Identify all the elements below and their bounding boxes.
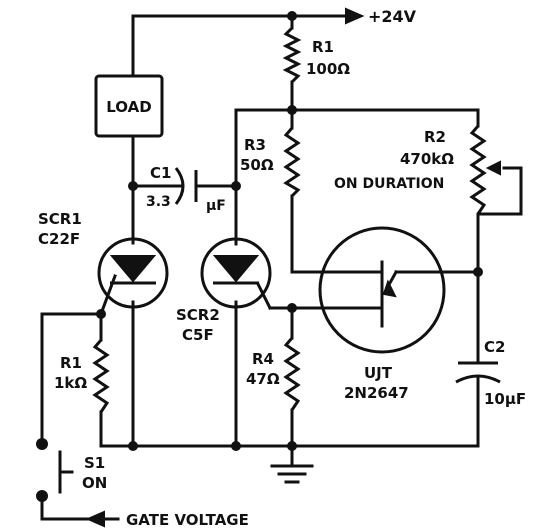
junction-dot (287, 303, 297, 313)
s1-ref-label: S1 (84, 454, 105, 472)
scr2 (200, 237, 272, 309)
ground-symbol (270, 464, 314, 484)
r4-value-label: 47Ω (246, 370, 280, 388)
junction-dot (231, 441, 241, 451)
resistor-r3 (283, 127, 301, 198)
load-box (94, 74, 164, 138)
junction-dot (231, 181, 241, 191)
c1-plate-curved (174, 167, 185, 205)
gate-arrow (85, 510, 105, 528)
r1k-ref-label: R1 (60, 354, 82, 372)
resistor-r2 (469, 125, 487, 215)
r1-ref-label: R1 (312, 38, 334, 56)
c2-plate-curved (455, 374, 501, 384)
junction-dot (287, 441, 297, 451)
resistor-r4 (283, 337, 301, 411)
c1-ref-label: C1 (150, 164, 171, 182)
scr1-triangle (109, 255, 157, 283)
scr2-part-label: C5F (182, 326, 214, 344)
ujt-body (318, 226, 446, 354)
c2-value-label: 10μF (484, 390, 526, 408)
scr1-ref-label: SCR1 (38, 210, 82, 228)
scr1 (97, 237, 169, 309)
c1-value-a-label: 3.3 (146, 194, 171, 210)
wiring (40, 7, 523, 528)
scr2-triangle (212, 255, 260, 283)
resistor-r1-1k (92, 339, 110, 413)
junction-dot (128, 181, 138, 191)
c1-value-b-label: μF (206, 198, 226, 214)
gate-voltage-label: GATE VOLTAGE (126, 511, 249, 529)
r1-value-label: 100Ω (306, 60, 350, 78)
r3-ref-label: R3 (244, 136, 266, 154)
ujt (318, 226, 446, 354)
supply-arrow (345, 7, 365, 25)
junction-dot (473, 267, 483, 277)
r2-ref-label: R2 (424, 128, 446, 146)
scr1-body (97, 237, 169, 309)
resistor-r1 (282, 26, 302, 84)
ujt-emitter-arrow (382, 279, 397, 298)
r4-ref-label: R4 (252, 350, 274, 368)
capacitor-c2 (455, 361, 501, 384)
supply-label: +24V (368, 7, 417, 26)
s1-contact-bottom (36, 490, 48, 502)
wire-scr2-gate (255, 281, 273, 311)
r2-value-label: 470kΩ (400, 150, 454, 168)
ujt-part-label: 2N2647 (344, 384, 409, 402)
junction-dot (96, 309, 106, 319)
junctions (96, 11, 483, 451)
scr2-ref-label: SCR2 (176, 306, 220, 324)
r2-desc-label: ON DURATION (334, 176, 444, 192)
scr1-part-label: C22F (38, 230, 80, 248)
r1k-value-label: 1kΩ (54, 374, 87, 392)
junction-dot (287, 11, 297, 21)
labels: +24V R1 100Ω LOAD C1 3.3 μF R3 50Ω R2 47… (38, 7, 526, 529)
s1-state-label: ON (82, 474, 107, 492)
s1-contact-top (36, 438, 48, 450)
r2-wiper-arrow (485, 160, 501, 176)
r3-value-label: 50Ω (240, 156, 274, 174)
c2-ref-label: C2 (484, 338, 505, 356)
junction-dot (287, 105, 297, 115)
load-label: LOAD (106, 98, 151, 116)
junction-dot (128, 441, 138, 451)
scr2-body (200, 237, 272, 309)
switch-s1 (36, 438, 74, 502)
ujt-ref-label: UJT (364, 364, 393, 382)
capacitor-c1 (174, 167, 198, 205)
